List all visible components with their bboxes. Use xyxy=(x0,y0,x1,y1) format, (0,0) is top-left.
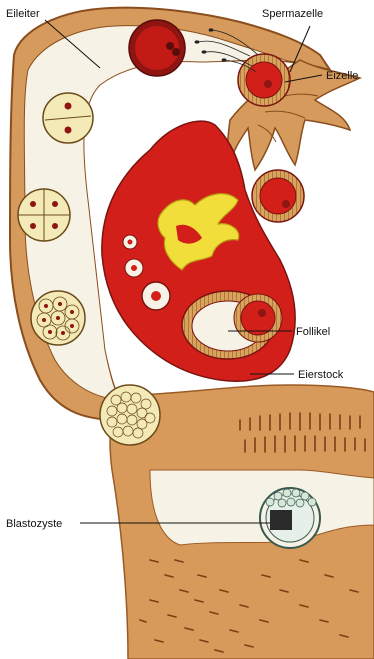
zygote xyxy=(129,20,185,76)
morula-early xyxy=(31,291,85,345)
morula-late xyxy=(100,385,160,445)
four-cell-stage xyxy=(18,189,70,241)
two-cell-stage xyxy=(43,93,93,143)
label-eileiter: Eileiter xyxy=(6,8,40,20)
blastocyst xyxy=(260,488,320,548)
label-blastozyste: Blastozyste xyxy=(6,518,62,530)
label-follikel: Follikel xyxy=(296,326,330,338)
ovulated-egg xyxy=(252,170,304,222)
egg-cell-fertilization xyxy=(238,54,290,106)
label-spermazelle: Spermazelle xyxy=(262,8,323,20)
label-eierstock: Eierstock xyxy=(298,369,344,381)
label-eizelle: Eizelle xyxy=(326,70,358,82)
